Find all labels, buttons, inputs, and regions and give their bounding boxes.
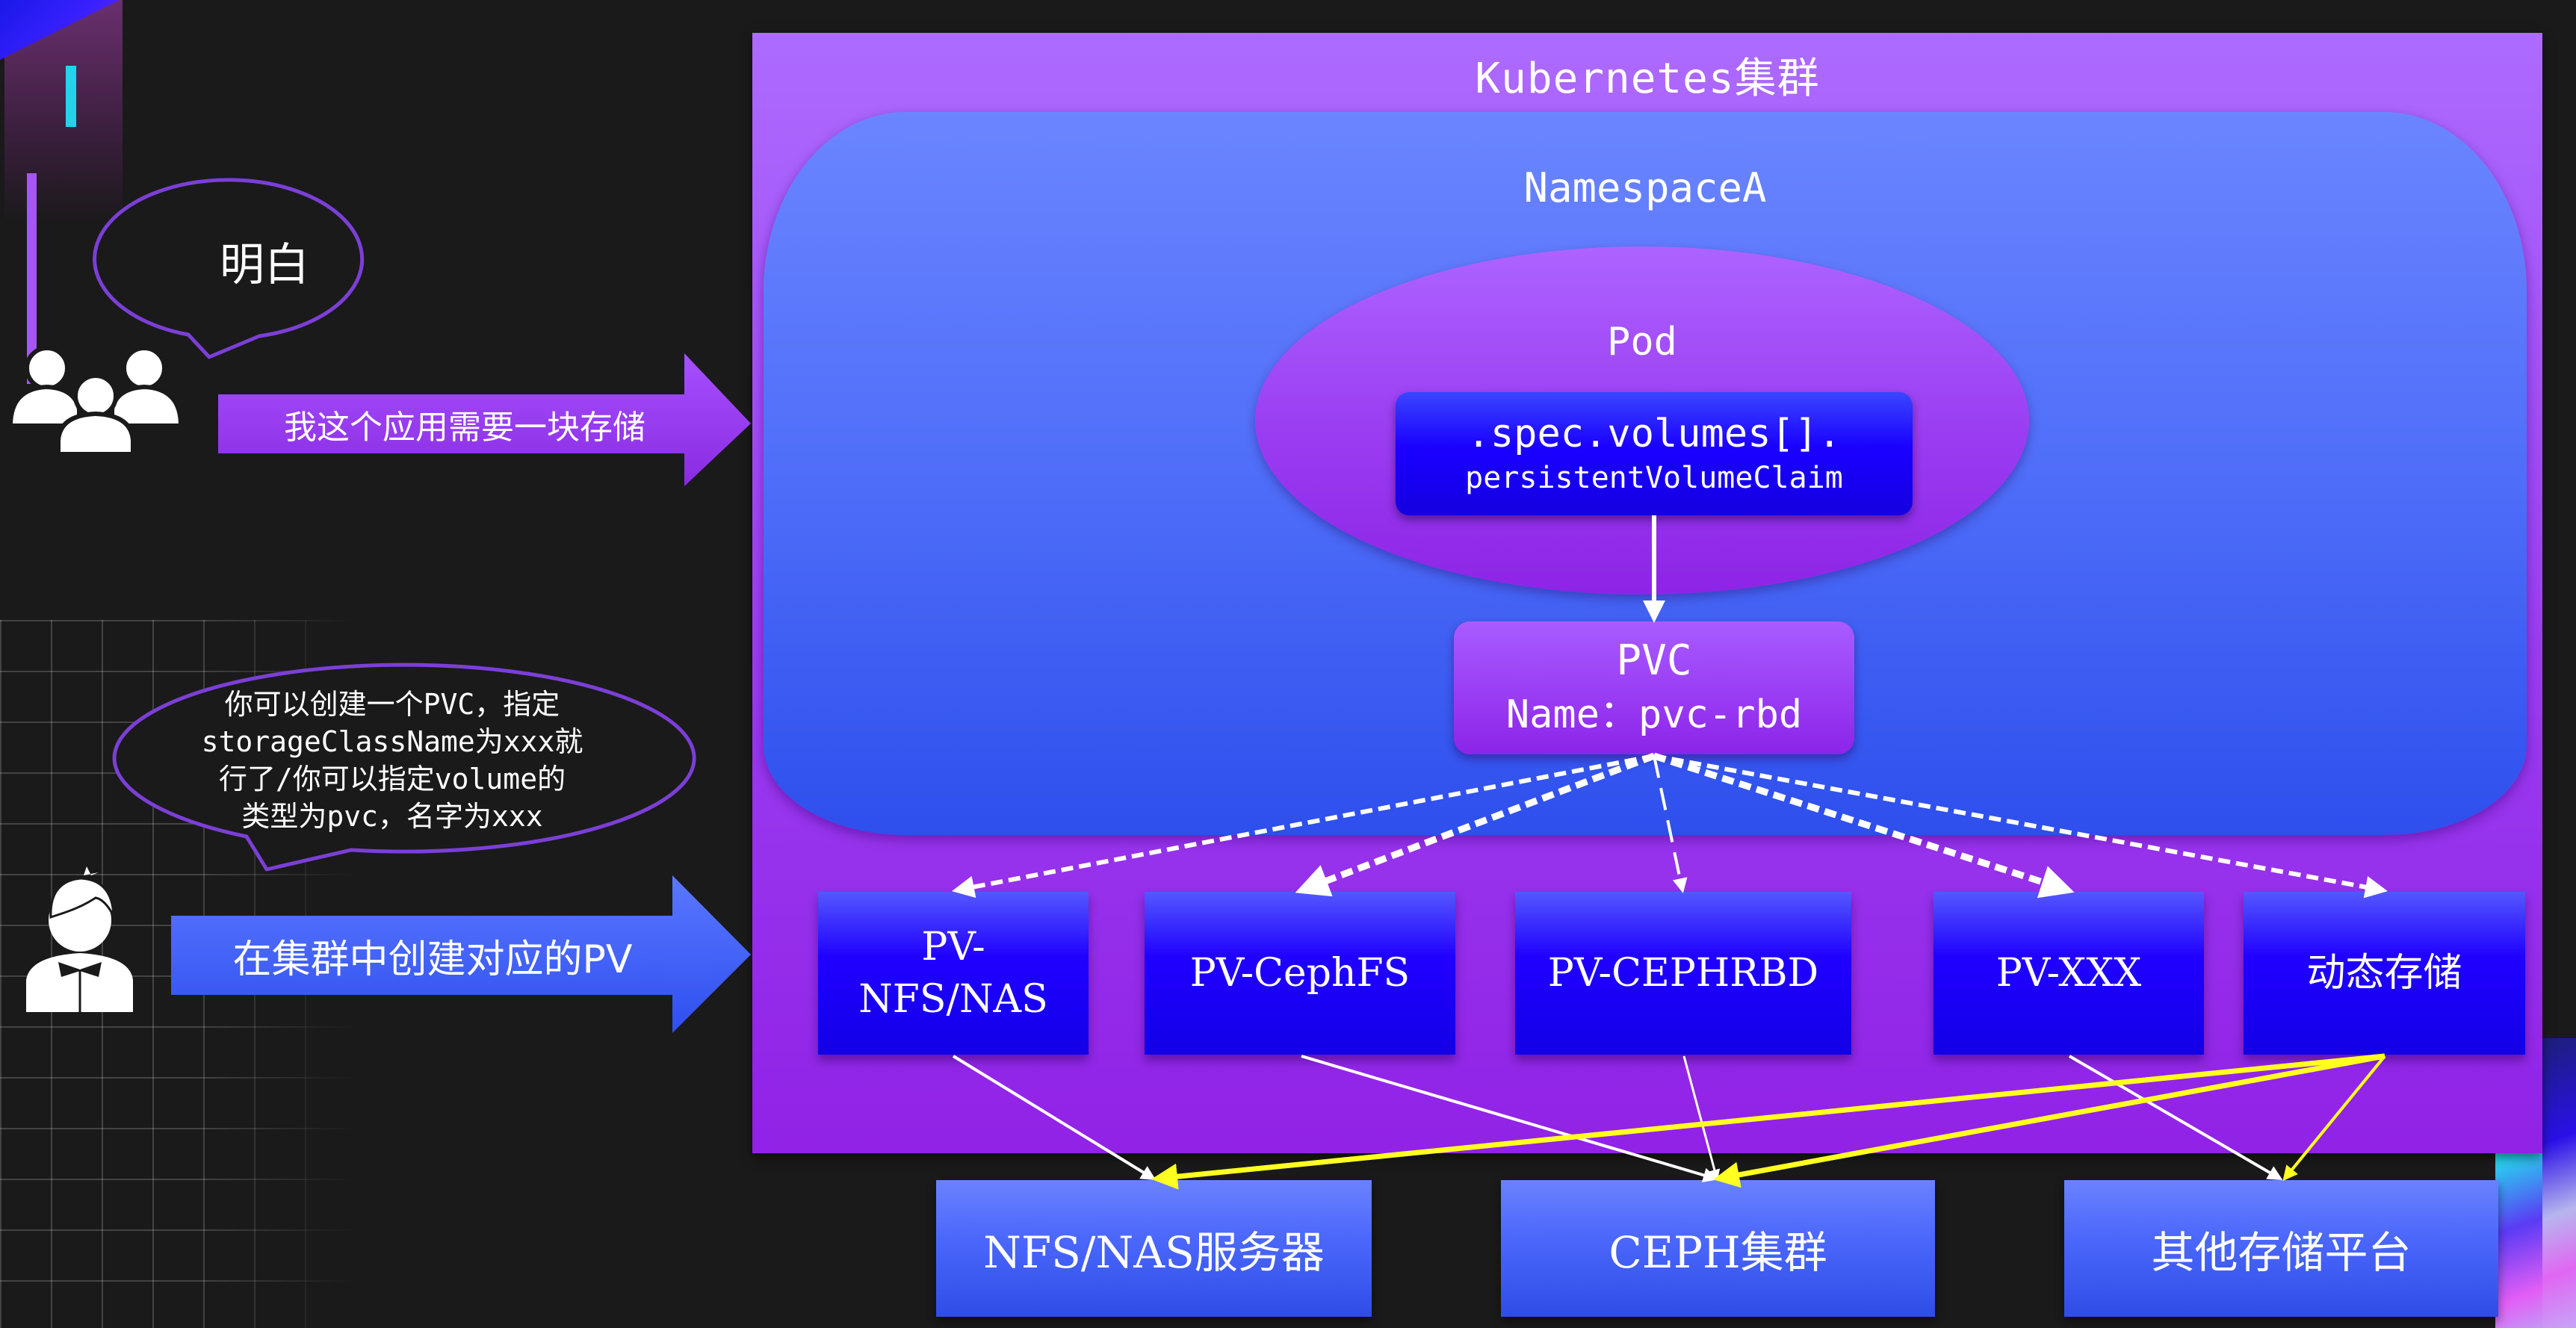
- speech-bubble-admin: [112, 663, 696, 872]
- edge-pv-cephrbd-to-ceph: [1682, 1055, 1721, 1181]
- pv-to-storage-links: [952, 1053, 2386, 1190]
- pvc-name: Name：pvc-rbd: [1505, 692, 1803, 737]
- decorative-purple-bar: [27, 173, 37, 384]
- pv-cephfs: PV-CephFS: [1145, 892, 1455, 1055]
- storage-nfs-nas-server: NFS/NAS服务器: [936, 1180, 1372, 1317]
- volume-spec-line2: persistentVolumeClaim: [1465, 460, 1843, 495]
- request-arrow: [218, 353, 751, 486]
- speech-bubble-developer: [93, 178, 365, 359]
- pvc: PVC Name：pvc-rbd: [1454, 621, 1854, 754]
- pvc-title: PVC: [1616, 636, 1692, 685]
- edge-pvc-to-pv-nfs: [952, 754, 1655, 899]
- cluster-title: Kubernetes集群: [1475, 55, 1820, 103]
- pvc-to-pv-links: [952, 752, 2388, 899]
- edge-pvc-to-pv-cephrbd: [1653, 755, 1688, 893]
- pod-volume-spec: .spec.volumes[]. persistentVolumeClaim: [1396, 392, 1913, 515]
- decorative-cyan-bar: [66, 66, 76, 127]
- dynamic-storage: 动态存储: [2244, 892, 2525, 1055]
- edge-pv-nfs-to-nfs: [952, 1055, 1157, 1181]
- edge-pv-xxx-to-other: [2068, 1055, 2283, 1181]
- user-group-icon: [7, 346, 184, 456]
- request-arrow-label: 我这个应用需要一块存储: [284, 408, 645, 447]
- admin-speech-text: 你可以创建一个PVC，指定 storageClassName为xxx就 行了/你…: [201, 688, 583, 833]
- storage-other-platform: 其他存储平台: [2064, 1180, 2498, 1317]
- edge-dynamic-to-ceph: [1713, 1053, 2385, 1188]
- create-pv-arrow-label: 在集群中创建对应的PV: [232, 937, 633, 982]
- pod-title: Pod: [1607, 320, 1677, 364]
- edge-pv-cephfs-to-ceph: [1301, 1055, 1718, 1183]
- decorative-right-edge: [2542, 1038, 2576, 1328]
- pv-cephrbd: PV-CEPHRBD: [1515, 892, 1851, 1055]
- edge-pvc-to-pv-cephfs: [1295, 752, 1656, 897]
- namespace-title: NamespaceA: [1523, 164, 1767, 211]
- pv-nfs-nas: PV- NFS/NAS: [818, 892, 1089, 1055]
- edge-pvc-to-dynamic: [1653, 754, 2388, 899]
- storage-ceph-cluster: CEPH集群: [1501, 1180, 1935, 1317]
- edge-pvc-to-pv-xxx: [1653, 752, 2075, 899]
- volume-spec-line1: .spec.volumes[].: [1467, 411, 1842, 456]
- edge-dynamic-to-other: [2282, 1055, 2386, 1182]
- pv-xxx: PV-XXX: [1933, 892, 2204, 1055]
- developer-speech-text: 明白: [220, 239, 309, 291]
- admin-person-icon: [26, 866, 133, 1012]
- create-pv-arrow: [171, 875, 751, 1033]
- edge-dynamic-to-nfs: [1151, 1053, 2385, 1190]
